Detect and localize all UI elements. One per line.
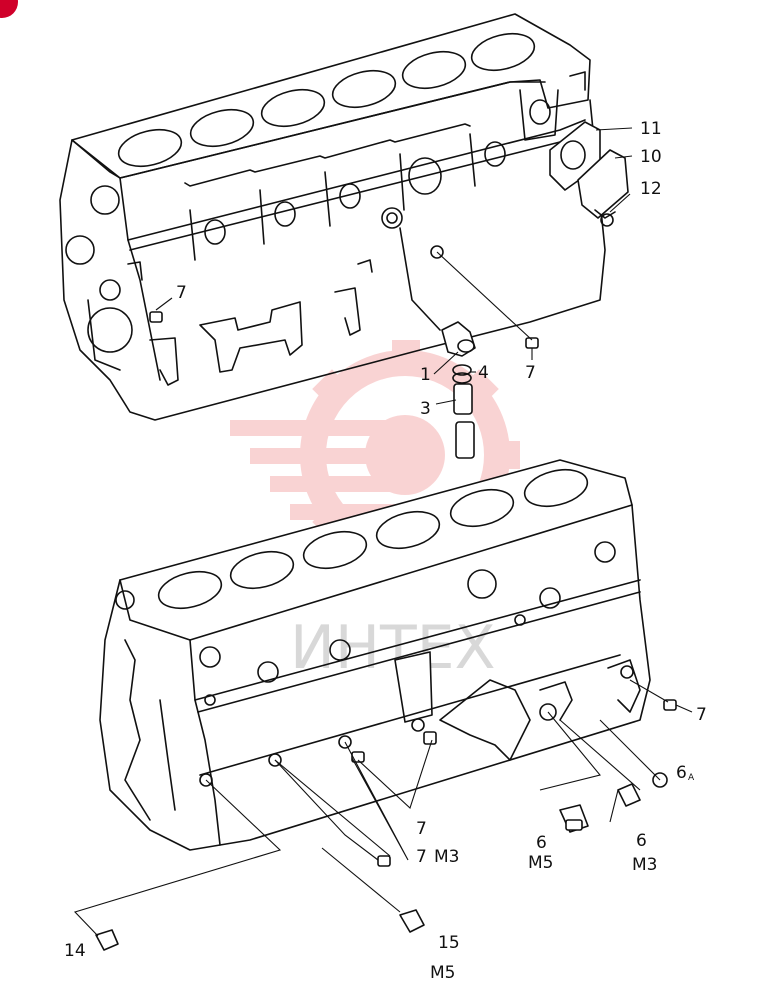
watermark-text: ИНТЕХ [290, 613, 496, 683]
lower-cylinder-block [99, 459, 651, 851]
callout-14: 14 [64, 941, 86, 961]
callout-4: 4 [478, 363, 489, 383]
callout-10: 10 [640, 147, 662, 167]
callout-7-upper-right: 7 [525, 363, 536, 383]
callout-7-upper-left: 7 [176, 283, 187, 303]
marking-m3-right: M3 [632, 855, 657, 875]
callout-6-m3: 6 [636, 831, 647, 851]
leader-lines [73, 679, 693, 937]
upper-cylinder-block [59, 13, 606, 421]
callout-12: 12 [640, 179, 662, 199]
rear-cover-assembly [549, 121, 629, 227]
callout-7-m3: 7 [416, 847, 427, 867]
callout-6-m5: 6 [536, 833, 547, 853]
upper-plugs [149, 251, 539, 349]
marking-m5-bottom: M5 [430, 963, 455, 983]
callout-1: 1 [420, 365, 431, 385]
callout-6-a: 6 [676, 763, 687, 783]
callout-15: 15 [438, 933, 460, 953]
callout-7-lower-right: 7 [696, 705, 707, 725]
marking-m5-center: M5 [528, 853, 553, 873]
callout-6-a-sub: A [688, 773, 695, 783]
upper-leader-lines [155, 127, 633, 405]
callout-11: 11 [640, 119, 662, 139]
corner-badge [0, 0, 18, 18]
marking-m3-left: M3 [434, 847, 459, 867]
callout-7-lower-center: 7 [416, 819, 427, 839]
lower-plugs [95, 699, 677, 951]
callout-3: 3 [420, 399, 431, 419]
oil-pipe-fitting [441, 321, 476, 459]
